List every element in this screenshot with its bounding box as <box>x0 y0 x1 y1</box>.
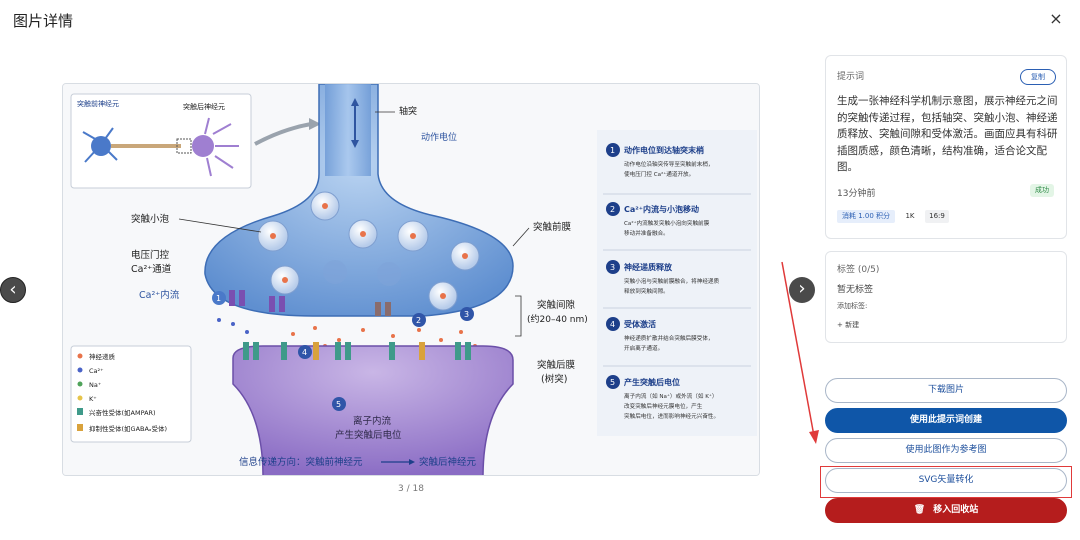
tags-card: 标签 (0/5) 暂无标签 添加标签: + 新建 <box>825 251 1067 343</box>
resolution-chip: 1K <box>905 212 915 220</box>
label-action-potential: 动作电位 <box>421 131 457 143</box>
svg-text:5: 5 <box>336 400 341 409</box>
prompt-text: 生成一张神经科学机制示意图，展示神经元之间的突触传递过程，包括轴突、突触小泡、神… <box>837 95 1058 173</box>
svg-text:突触后电位，进而影响神经元兴奋性。: 突触后电位，进而影响神经元兴奋性。 <box>624 412 719 420</box>
svg-text:神经递质释放: 神经递质释放 <box>624 262 673 272</box>
image-pager: 3 / 18 <box>398 484 424 494</box>
receptors <box>243 342 471 360</box>
modal-title: 图片详情 <box>13 12 74 30</box>
trash-label: 移入回收站 <box>933 505 979 515</box>
svg-text:Na⁺: Na⁺ <box>89 381 101 389</box>
tags-empty-text: 暂无标签 <box>837 285 874 295</box>
svg-text:使电压门控 Ca²⁺通道开放。: 使电压门控 Ca²⁺通道开放。 <box>624 170 694 178</box>
svg-text:Ca²⁺: Ca²⁺ <box>89 367 104 375</box>
svg-text:1: 1 <box>216 294 221 303</box>
download-image-button[interactable]: 下载图片 <box>825 378 1067 403</box>
svg-text:产生突触后电位: 产生突触后电位 <box>624 377 680 387</box>
highlight-box <box>820 466 1072 498</box>
details-sidebar: 提示词 复制 生成一张神经科学机制示意图，展示神经元之间的突触传递过程，包括轴突… <box>812 40 1080 540</box>
svg-text:5: 5 <box>610 378 615 387</box>
move-to-trash-button[interactable]: 🗑 移入回收站 <box>825 498 1067 523</box>
svg-text:离子内流（如 Na⁺）或外流（如 K⁺）: 离子内流（如 Na⁺）或外流（如 K⁺） <box>624 392 717 400</box>
svg-text:信息传递方向：突触前神经元: 信息传递方向：突触前神经元 <box>239 456 363 468</box>
svg-text:动作电位沿轴突传导至突触前末梢，: 动作电位沿轴突传导至突触前末梢， <box>624 160 714 168</box>
svg-text:神经递质扩散并结合突触后膜受体，: 神经递质扩散并结合突触后膜受体， <box>624 334 714 342</box>
inset-label-post: 突触后神经元 <box>183 102 225 111</box>
label-ion-influx: 离子内流 <box>353 415 392 427</box>
prev-image-button[interactable]: ‹ <box>0 277 26 303</box>
svg-text:受体激活: 受体激活 <box>624 319 656 329</box>
synapse-diagram: 突触前神经元 突触后神经元 <box>63 84 759 475</box>
status-badge: 成功 <box>1030 184 1054 197</box>
label-dendrite: (树突) <box>541 373 567 385</box>
svg-text:Ca²⁺内流触发突触小泡向突触前膜: Ca²⁺内流触发突触小泡向突触前膜 <box>624 219 710 227</box>
label-vesicle: 突触小泡 <box>131 213 170 225</box>
steps-panel: 1 动作电位到达轴突末梢 动作电位沿轴突传导至突触前末梢， 使电压门控 Ca²⁺… <box>597 130 757 436</box>
copy-button[interactable]: 复制 <box>1020 69 1056 85</box>
new-tag-button[interactable]: + 新建 <box>837 321 860 329</box>
label-postsynaptic-potential: 产生突触后电位 <box>335 429 402 441</box>
generated-image: 突触前神经元 突触后神经元 <box>62 83 760 476</box>
svg-text:2: 2 <box>416 316 421 325</box>
svg-text:Ca²⁺内流与小泡移动: Ca²⁺内流与小泡移动 <box>624 204 699 214</box>
tags-label: 标签 (0/5) <box>837 265 880 275</box>
label-vg-channel-1: 电压门控 <box>131 249 170 261</box>
label-postsynaptic-membrane: 突触后膜 <box>537 359 576 371</box>
label-presynaptic-membrane: 突触前膜 <box>533 221 572 233</box>
svg-text:3: 3 <box>464 310 469 319</box>
svg-text:神经递质: 神经递质 <box>89 352 116 361</box>
svg-text:移动并准备融合。: 移动并准备融合。 <box>624 229 669 237</box>
svg-text:改变突触后神经元膜电位，产生: 改变突触后神经元膜电位，产生 <box>624 402 703 410</box>
label-cleft: 突触间隙 <box>537 299 576 311</box>
svg-vectorize-button[interactable]: SVG矢量转化 <box>825 468 1067 493</box>
label-ca-influx: Ca²⁺内流 <box>139 289 180 301</box>
synaptic-vesicles <box>257 191 480 311</box>
svg-text:1: 1 <box>610 146 615 155</box>
credit-chip: 消耗 1.00 积分 <box>837 210 895 223</box>
create-with-prompt-button[interactable]: 使用此提示词创建 <box>825 408 1067 433</box>
svg-text:2: 2 <box>610 205 615 214</box>
svg-text:突触小泡与突触前膜融合，将神经递质: 突触小泡与突触前膜融合，将神经递质 <box>624 277 720 285</box>
svg-text:释放到突触间隙。: 释放到突触间隙。 <box>624 287 669 295</box>
prompt-label: 提示词 <box>837 72 865 82</box>
close-icon[interactable]: × <box>1049 9 1063 28</box>
svg-text:突触后神经元: 突触后神经元 <box>419 456 477 468</box>
svg-text:4: 4 <box>610 320 615 329</box>
label-vg-channel-2: Ca²⁺通道 <box>131 263 172 275</box>
neuron-inset: 突触前神经元 突触后神经元 <box>70 93 252 189</box>
svg-text:兴奋性受体(如AMPAR): 兴奋性受体(如AMPAR) <box>89 408 156 417</box>
step-markers: 1 2 3 4 5 <box>212 291 474 411</box>
modal-header: 图片详情 × <box>0 0 1080 40</box>
svg-text:3: 3 <box>610 263 615 272</box>
prompt-card: 提示词 复制 生成一张神经科学机制示意图，展示神经元之间的突触传递过程，包括轴突… <box>825 55 1067 239</box>
svg-text:K⁺: K⁺ <box>89 395 97 403</box>
created-time: 13分钟前 <box>837 189 876 199</box>
label-axon: 轴突 <box>399 105 417 117</box>
direction-caption: 信息传递方向：突触前神经元 突触后神经元 <box>239 456 477 468</box>
ratio-chip: 16:9 <box>925 210 949 223</box>
use-as-reference-button[interactable]: 使用此图作为参考图 <box>825 438 1067 463</box>
svg-text:开启离子通道。: 开启离子通道。 <box>624 344 663 352</box>
add-tag-label: 添加标签: <box>837 302 868 310</box>
label-cleft-size: (约20–40 nm) <box>527 313 588 325</box>
svg-text:4: 4 <box>302 348 307 357</box>
inset-label-pre: 突触前神经元 <box>77 99 119 108</box>
trash-icon: 🗑 <box>913 505 926 515</box>
svg-text:动作电位到达轴突末梢: 动作电位到达轴突末梢 <box>624 145 704 155</box>
image-viewer: ‹ 突触前神经元 突触后神 <box>0 40 815 540</box>
figure-legend: 神经递质 Ca²⁺ Na⁺ K⁺ 兴奋性受体(如AMPAR) 抑制性受体(如GA… <box>70 345 192 443</box>
svg-text:抑制性受体(如GABAₐ受体): 抑制性受体(如GABAₐ受体) <box>89 424 167 433</box>
